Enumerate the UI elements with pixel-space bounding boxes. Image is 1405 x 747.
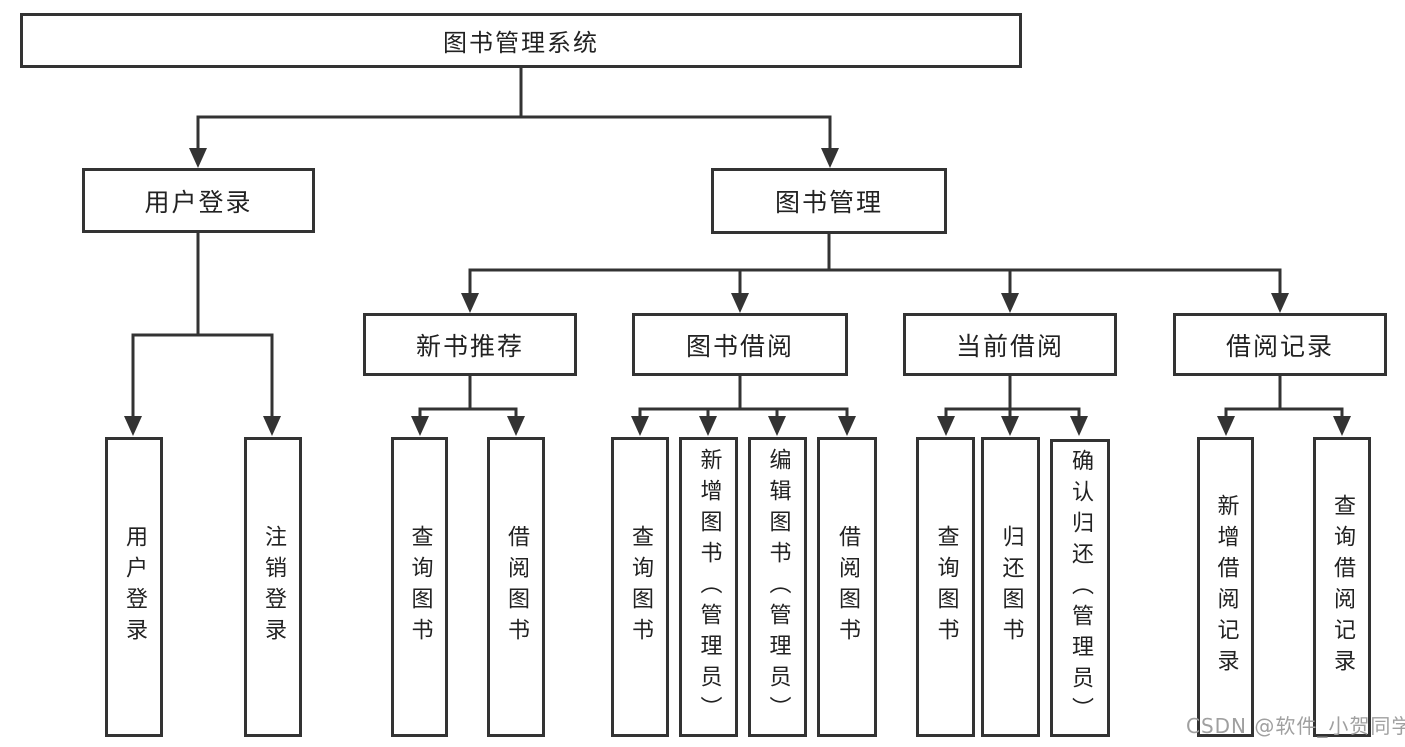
node-module-book-borrow: 图书借阅 bbox=[632, 313, 848, 376]
node-leaf-query-books-2: 查询图书 bbox=[611, 437, 669, 737]
node-leaf-edit-book-admin: 编辑图书（管理员） bbox=[748, 437, 807, 737]
leaf-label: 查询借阅记录 bbox=[1330, 494, 1355, 680]
node-leaf-add-book-admin: 新增图书（管理员） bbox=[679, 437, 738, 737]
csdn-watermark: CSDN @软件_小贺同学 bbox=[1186, 714, 1405, 738]
node-root: 图书管理系统 bbox=[20, 13, 1022, 68]
node-leaf-borrow-books-1: 借阅图书 bbox=[487, 437, 545, 737]
leaf-label: 查询图书 bbox=[628, 525, 653, 649]
module-label: 借阅记录 bbox=[1225, 331, 1334, 361]
node-leaf-query-borrow-record: 查询借阅记录 bbox=[1313, 437, 1371, 737]
node-book-management: 图书管理 bbox=[711, 168, 947, 234]
node-root-label: 图书管理系统 bbox=[443, 29, 599, 57]
arrowheads bbox=[124, 148, 1351, 436]
module-label: 图书借阅 bbox=[685, 331, 794, 361]
node-leaf-return-book: 归还图书 bbox=[981, 437, 1040, 737]
node-user-login: 用户登录 bbox=[82, 168, 315, 233]
leaf-label: 注销登录 bbox=[261, 525, 286, 649]
module-label: 新书推荐 bbox=[415, 331, 524, 361]
leaf-label: 用户登录 bbox=[122, 525, 147, 649]
node-leaf-confirm-return-admin: 确认归还（管理员） bbox=[1050, 439, 1110, 737]
node-module-current-borrow: 当前借阅 bbox=[903, 313, 1117, 376]
leaf-label: 新增图书（管理员） bbox=[696, 447, 722, 727]
leaf-label: 查询图书 bbox=[407, 525, 433, 649]
leaf-label: 确认归还（管理员） bbox=[1068, 448, 1093, 728]
node-leaf-borrow-books-2: 借阅图书 bbox=[817, 437, 877, 737]
node-module-new-book-recommend: 新书推荐 bbox=[363, 313, 577, 376]
node-leaf-query-books-1: 查询图书 bbox=[391, 437, 448, 737]
node-module-borrow-records: 借阅记录 bbox=[1173, 313, 1387, 376]
leaf-label: 查询图书 bbox=[933, 525, 959, 649]
node-book-management-label: 图书管理 bbox=[774, 188, 883, 217]
leaf-label: 借阅图书 bbox=[835, 525, 860, 649]
node-leaf-user-login: 用户登录 bbox=[105, 437, 163, 737]
node-leaf-logout: 注销登录 bbox=[244, 437, 302, 737]
leaf-label: 借阅图书 bbox=[504, 525, 529, 649]
leaf-label: 新增借阅记录 bbox=[1213, 494, 1239, 680]
leaf-label: 编辑图书（管理员） bbox=[765, 447, 791, 727]
node-user-login-label: 用户登录 bbox=[144, 187, 253, 217]
node-leaf-add-borrow-record: 新增借阅记录 bbox=[1197, 437, 1254, 737]
module-label: 当前借阅 bbox=[955, 331, 1064, 361]
node-leaf-query-books-3: 查询图书 bbox=[916, 437, 975, 737]
leaf-label: 归还图书 bbox=[998, 525, 1024, 649]
